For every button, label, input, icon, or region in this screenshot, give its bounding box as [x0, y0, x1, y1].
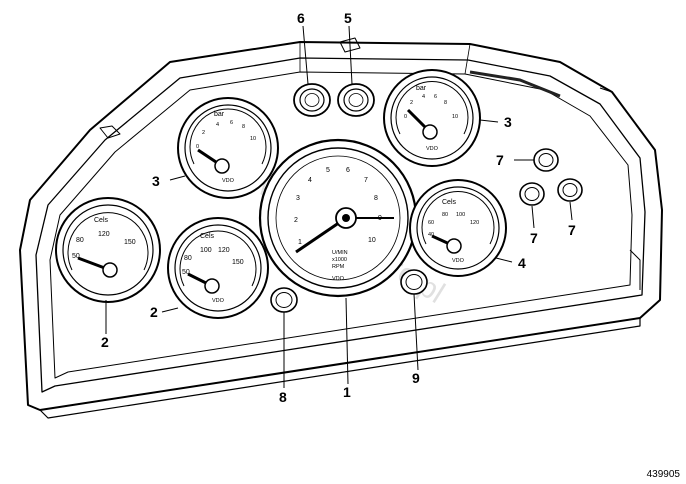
gauge-temp-right: Cels 40 60 80 100 120 VDO [409, 179, 507, 277]
gauge-scale-label: 4 [422, 94, 425, 100]
callout-number: 2 [150, 304, 158, 320]
callout-number: 9 [412, 370, 420, 386]
gauge-scale-label: 10 [452, 114, 458, 120]
gauge-scale-label: 60 [428, 220, 434, 226]
gauge-brand-label: VDO [222, 178, 235, 184]
tach-scale-label: 10 [368, 237, 376, 244]
gauge-oil-pressure-right: bar 0 2 4 6 8 10 VDO [383, 69, 481, 167]
gauge-scale-label: 80 [442, 212, 448, 218]
gauge-unit-label: bar [416, 85, 427, 92]
gauge-temp-center-left: Cels 50 80 100 120 150 VDO [167, 217, 269, 319]
gauge-scale-label: 2 [410, 100, 413, 106]
gauge-scale-label: 6 [434, 94, 437, 100]
gauge-scale-label: 80 [184, 255, 192, 262]
callout-number: 6 [297, 10, 305, 26]
gauge-scale-label: 4 [216, 122, 219, 128]
callout-number: 8 [279, 389, 287, 405]
gauge-scale-label: 0 [196, 144, 199, 150]
gauge-brand-label: VDO [212, 298, 225, 304]
tach-scale-label: 7 [364, 177, 368, 184]
callout-number: 3 [504, 114, 512, 130]
cluster-housing [19, 37, 663, 419]
leader-lines [105, 25, 573, 388]
indicator-light-8 [270, 287, 298, 313]
callout-number: 7 [568, 222, 576, 238]
gauge-tachometer: 1 2 3 4 5 6 7 8 9 10 U/MIN x1000 RPM VDO [258, 138, 418, 298]
tach-unit-label: x1000 [332, 257, 347, 263]
gauge-scale-label: 2 [202, 130, 205, 136]
indicator-light-7c [557, 178, 583, 202]
indicator-light-7a [533, 148, 559, 172]
gauge-unit-label: bar [214, 111, 225, 118]
gauge-brand-label: VDO [452, 258, 465, 264]
callout-number: 4 [518, 255, 526, 271]
gauge-scale-label: 120 [470, 220, 479, 226]
gauge-scale-label: 100 [200, 247, 212, 254]
indicator-light-6 [293, 83, 331, 117]
gauge-scale-label: 120 [218, 247, 230, 254]
gauge-scale-label: 8 [242, 124, 245, 130]
gauge-scale-label: 100 [456, 212, 465, 218]
indicator-light-5 [337, 83, 375, 117]
tach-scale-label: 1 [298, 239, 302, 246]
indicator-light-9 [400, 269, 428, 295]
tach-scale-label: 3 [296, 195, 300, 202]
gauge-oil-pressure-left: bar 0 2 4 6 8 10 VDO [177, 97, 279, 199]
tach-scale-label: 5 [326, 167, 330, 174]
tach-scale-label: 8 [374, 195, 378, 202]
tach-brand-label: VDO [332, 276, 345, 282]
gauge-unit-label: Cels [94, 217, 109, 224]
callout-number: 3 [152, 173, 160, 189]
callout-number: 2 [101, 334, 109, 350]
indicator-light-7b [519, 182, 545, 206]
gauge-scale-label: 150 [124, 239, 136, 246]
tach-unit-label: RPM [332, 264, 345, 270]
gauge-unit-label: Cels [442, 199, 457, 206]
gauge-scale-label: 50 [72, 253, 80, 260]
gauge-scale-label: 6 [230, 120, 233, 126]
gauge-unit-label: Cels [200, 233, 215, 240]
gauge-scale-label: 150 [232, 259, 244, 266]
diagram-reference-number: 439905 [646, 469, 680, 480]
gauge-scale-label: 8 [444, 100, 447, 106]
callout-number: 5 [344, 10, 352, 26]
callout-number: 7 [496, 152, 504, 168]
callout-number: 7 [530, 230, 538, 246]
tach-scale-label: 4 [308, 177, 312, 184]
tach-scale-label: 6 [346, 167, 350, 174]
gauge-scale-label: 40 [428, 232, 434, 238]
gauge-scale-label: 0 [404, 114, 407, 120]
gauge-scale-label: 10 [250, 136, 256, 142]
gauge-scale-label: 50 [182, 269, 190, 276]
gauge-scale-label: 80 [76, 237, 84, 244]
tach-scale-label: 2 [294, 217, 298, 224]
gauge-brand-label: VDO [426, 146, 439, 152]
gauge-scale-label: 120 [98, 231, 110, 238]
gauge-temp-far-left: Cels 50 80 120 150 [55, 197, 161, 303]
tach-unit-label: U/MIN [332, 250, 348, 256]
callout-number: 1 [343, 384, 351, 400]
